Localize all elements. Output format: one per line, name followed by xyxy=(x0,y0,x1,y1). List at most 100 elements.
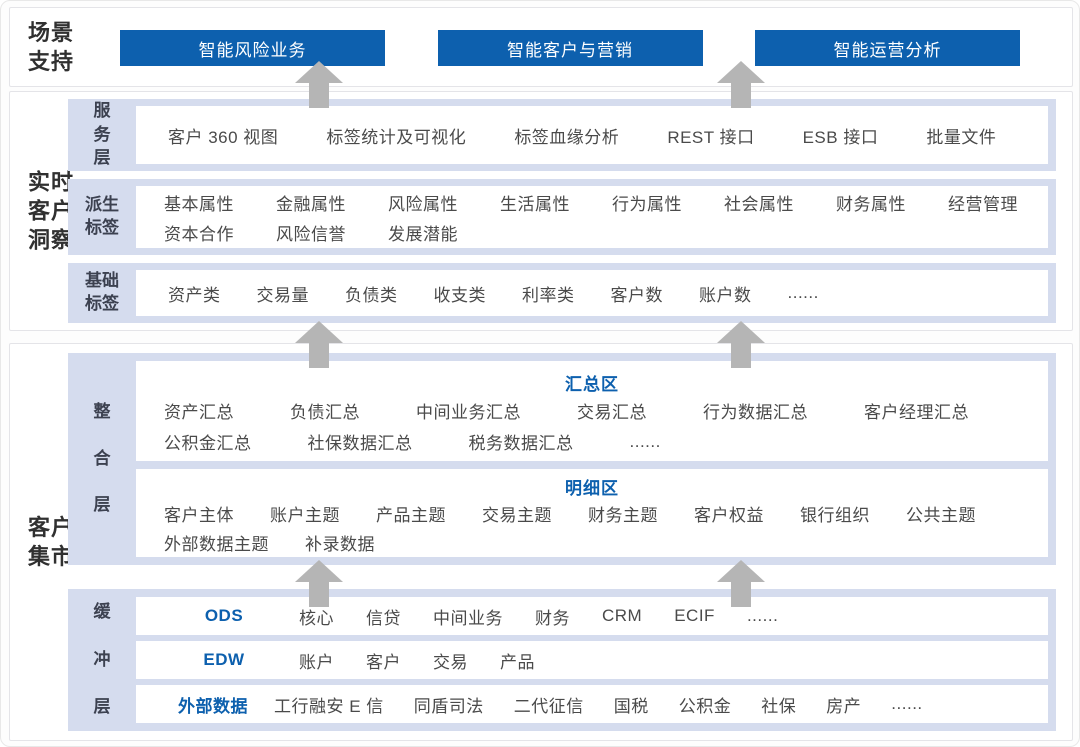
basic-item: ...... xyxy=(787,283,819,302)
external-data-item: ...... xyxy=(891,694,923,713)
service-items: 客户 360 视图 标签统计及可视化 标签血缘分析 REST 接口 ESB 接口 批量文件 xyxy=(136,106,1048,164)
derived-item: 风险信誉 xyxy=(276,224,346,244)
summary-items-row1: 资产汇总负债汇总中间业务汇总交易汇总行为数据汇总客户经理汇总 xyxy=(136,395,1048,426)
ods-item: CRM xyxy=(602,606,643,625)
scenario-button: 智能风险业务 xyxy=(120,30,385,66)
service-layer-box: 客户 360 视图 标签统计及可视化 标签血缘分析 REST 接口 ESB 接口 批量文件 xyxy=(136,106,1048,164)
up-arrow xyxy=(717,560,765,607)
derived-items-row1: 基本属性金融属性风险属性生活属性行为属性社会属性财务属性经营管理 xyxy=(136,187,1048,217)
ods-keyword: ODS xyxy=(204,606,244,625)
ods-item: 财务 xyxy=(535,608,570,628)
summary-item: 客户经理汇总 xyxy=(864,403,969,422)
integration-layer-band: 整合层 汇总区 资产汇总负债汇总中间业务汇总交易汇总行为数据汇总客户经理汇总 公… xyxy=(68,353,1056,565)
edw-item: 交易 xyxy=(433,652,468,672)
edw-keyword: EDW xyxy=(203,650,245,669)
external-data-item: 房产 xyxy=(826,696,862,716)
detail-item: 交易主题 xyxy=(482,506,552,525)
up-arrow xyxy=(717,61,765,108)
derived-item: 风险属性 xyxy=(388,194,458,214)
detail-item: 客户主体 xyxy=(164,506,234,525)
derived-item: 生活属性 xyxy=(500,194,570,214)
basic-items: 资产类 交易量 负债类 收支类 利率类 客户数 账户数...... xyxy=(136,270,1048,316)
derived-item: 发展潜能 xyxy=(388,224,458,244)
integration-layer-label: 整合层 xyxy=(93,401,111,515)
scenario-support-panel: 场景 支持 智能风险业务 智能客户与营销 智能运营分析 xyxy=(9,7,1073,87)
summary-item: 税务数据汇总 xyxy=(468,434,574,453)
scenario-button: 智能运营分析 xyxy=(755,30,1020,66)
summary-item: 负债汇总 xyxy=(290,403,360,422)
up-arrow xyxy=(295,61,343,108)
detail-item: 客户权益 xyxy=(694,506,764,525)
summary-zone-title: 汇总区 xyxy=(565,375,619,394)
detail-items-row1: 客户主体账户主题产品主题交易主题财务主题客户权益银行组织公共主题 xyxy=(136,499,1048,528)
service-item: 标签血缘分析 xyxy=(514,127,620,147)
basic-tags-label: 基础 标签 xyxy=(85,271,119,313)
ods-item: 信贷 xyxy=(366,608,401,628)
ods-item: 核心 xyxy=(299,608,334,628)
scenario-button: 智能客户与营销 xyxy=(437,30,703,66)
ods-item: ECIF xyxy=(674,606,715,625)
external-data-item: 工行融安 E 信 xyxy=(274,696,384,716)
buffer-layer-label: 缓冲层 xyxy=(93,602,111,716)
up-arrow xyxy=(717,321,765,368)
derived-item: 经营管理 xyxy=(948,194,1018,214)
summary-item: 社保数据汇总 xyxy=(307,434,413,453)
derived-item: 基本属性 xyxy=(164,194,234,214)
summary-items-row2: 公积金汇总社保数据汇总税务数据汇总...... xyxy=(136,426,1048,457)
derived-item: 社会属性 xyxy=(724,194,794,214)
edw-item: 账户 xyxy=(299,652,334,672)
service-item: 批量文件 xyxy=(926,127,997,147)
basic-tags-band: 基础 标签 资产类 交易量 负债类 收支类 利率类 客户数 账户数...... xyxy=(68,263,1056,323)
edw-row-box: EDW 账户客户交易产品 xyxy=(136,641,1048,679)
up-arrow xyxy=(295,321,343,368)
detail-item: 财务主题 xyxy=(588,506,658,525)
basic-item: 资产类 xyxy=(168,285,221,305)
basic-tags-box: 资产类 交易量 负债类 收支类 利率类 客户数 账户数...... xyxy=(136,270,1048,316)
external-data-item: 二代征信 xyxy=(513,696,584,716)
service-item: ESB 接口 xyxy=(802,127,879,147)
detail-zone-title: 明细区 xyxy=(565,479,619,498)
basic-item: 收支类 xyxy=(433,285,486,305)
external-data-item: 社保 xyxy=(761,696,797,716)
derived-items-row2: 资本合作 风险信誉 发展潜能 xyxy=(136,217,1048,247)
basic-item: 客户数 xyxy=(610,285,663,305)
detail-item: 补录数据 xyxy=(305,535,375,554)
detail-item: 公共主题 xyxy=(906,506,976,525)
service-item: 客户 360 视图 xyxy=(168,127,279,147)
insight-label: 实时 客户 洞察 xyxy=(28,169,75,253)
up-arrow xyxy=(295,560,343,607)
external-data-item: 公积金 xyxy=(678,696,732,716)
service-item: REST 接口 xyxy=(667,127,755,147)
edw-item: 客户 xyxy=(366,652,401,672)
derived-item: 资本合作 xyxy=(164,224,234,244)
derived-tags-band: 派生 标签 基本属性金融属性风险属性生活属性行为属性社会属性财务属性经营管理 资… xyxy=(68,179,1056,255)
ods-item: ...... xyxy=(746,606,779,625)
edw-items: 账户客户交易产品 xyxy=(299,648,535,673)
basic-item: 利率类 xyxy=(522,285,575,305)
external-data-item: 国税 xyxy=(613,696,649,716)
external-data-item: 同盾司法 xyxy=(413,696,484,716)
derived-item: 行为属性 xyxy=(612,194,682,214)
service-layer-band: 服务层 客户 360 视图 标签统计及可视化 标签血缘分析 REST 接口 ESB 接口… xyxy=(68,99,1056,171)
derived-tags-label: 派生 标签 xyxy=(85,195,119,237)
service-item: 标签统计及可视化 xyxy=(326,127,467,147)
service-layer-label: 服务层 xyxy=(93,100,111,168)
detail-item: 外部数据主题 xyxy=(164,535,269,554)
basic-item: 负债类 xyxy=(345,285,398,305)
derived-item: 财务属性 xyxy=(836,194,906,214)
detail-item: 银行组织 xyxy=(800,506,870,525)
summary-item: 行为数据汇总 xyxy=(703,403,808,422)
detail-items-row2: 外部数据主题 补录数据 xyxy=(136,528,1048,557)
external-data-items: 工行融安 E 信 同盾司法 二代征信 国税 公积金 社保 房产...... xyxy=(274,692,923,717)
basic-item: 账户数 xyxy=(699,285,752,305)
detail-item: 账户主题 xyxy=(270,506,340,525)
external-data-keyword: 外部数据 xyxy=(178,696,248,716)
scenario-support-label: 场景 支持 xyxy=(28,19,75,74)
basic-item: 交易量 xyxy=(256,285,309,305)
summary-item: 资产汇总 xyxy=(164,403,234,422)
detail-zone-box: 明细区 客户主体账户主题产品主题交易主题财务主题客户权益银行组织公共主题 外部数… xyxy=(136,469,1048,557)
